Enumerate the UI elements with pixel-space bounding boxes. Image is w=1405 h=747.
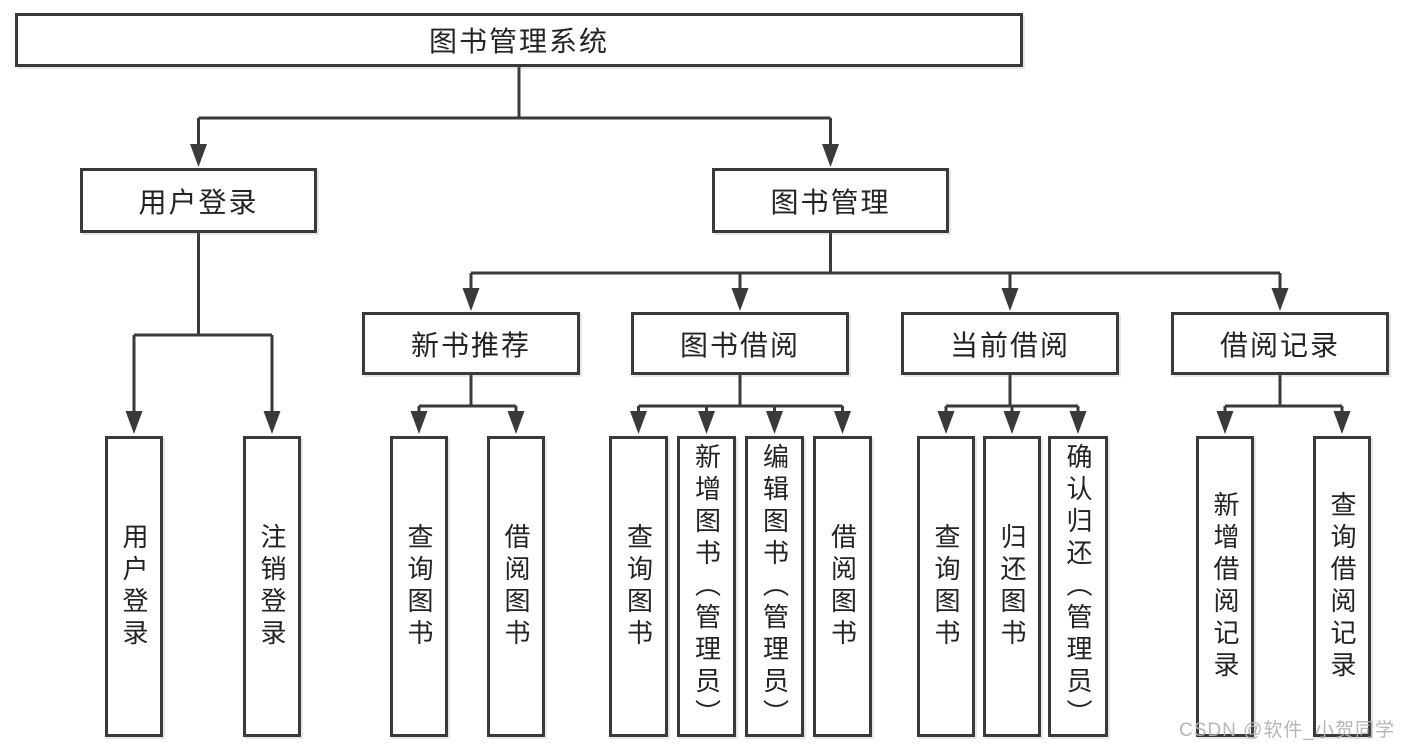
leaf-label: 查询图书 [931,522,961,651]
node-user-login: 用户登录 [80,168,317,233]
leaf-label: 借阅图书 [827,522,858,651]
node-book-management: 图书管理 [712,168,949,233]
node-leaf-borrow-books-recommend: 借阅图书 [487,436,545,737]
leaf-label: 查询借阅记录 [1327,490,1357,683]
node-leaf-edit-books-admin: 编辑图书（管理员） [745,436,804,737]
leaf-label: 归还图书 [997,522,1027,651]
leaf-label: 新增借阅记录 [1210,490,1240,683]
leaf-label: 新增图书（管理员） [691,442,722,731]
node-leaf-user-login: 用户登录 [105,436,163,737]
node-book-borrow: 图书借阅 [631,312,849,375]
node-new-book-recommend: 新书推荐 [362,312,580,375]
leaf-label: 查询图书 [623,522,654,651]
node-borrow-records: 借阅记录 [1171,312,1389,375]
node-leaf-query-books-recommend: 查询图书 [390,436,448,737]
leaf-label: 用户登录 [119,522,149,651]
node-root-library-system: 图书管理系统 [15,13,1023,67]
watermark: CSDN @软件_小贺同学 [1179,720,1395,741]
node-leaf-add-books-admin: 新增图书（管理员） [677,436,736,737]
leaf-label: 编辑图书（管理员） [759,442,790,731]
node-leaf-return-books: 归还图书 [983,436,1041,737]
leaf-label: 查询图书 [404,522,434,651]
node-leaf-borrow-books: 借阅图书 [813,436,872,737]
leaf-label: 注销登录 [257,522,287,651]
node-leaf-query-books-current: 查询图书 [917,436,975,737]
node-leaf-logout: 注销登录 [243,436,301,737]
node-current-borrow: 当前借阅 [901,312,1119,375]
node-leaf-query-borrow-record: 查询借阅记录 [1313,436,1371,737]
node-leaf-confirm-return-admin: 确认归还（管理员） [1048,436,1108,737]
node-leaf-query-books-borrow: 查询图书 [609,436,668,737]
leaf-label: 确认归还（管理员） [1063,442,1093,731]
leaf-label: 借阅图书 [501,522,531,651]
node-leaf-add-borrow-record: 新增借阅记录 [1196,436,1254,737]
